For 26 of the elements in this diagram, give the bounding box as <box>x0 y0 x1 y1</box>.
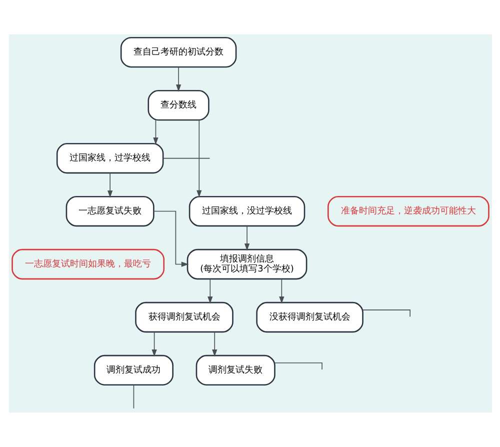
arrow <box>152 210 188 267</box>
arrow <box>278 278 284 304</box>
arrow <box>212 332 217 357</box>
connector <box>132 384 134 409</box>
arrow <box>207 278 212 304</box>
connector <box>362 310 410 317</box>
node-box: 过国家线，没过学校线 <box>188 196 305 227</box>
node-box: 查分数线 <box>147 90 209 121</box>
arrow <box>107 172 112 198</box>
connector <box>274 362 322 370</box>
node-box: 一志愿复试时间如果晚，最吃亏 <box>11 248 164 280</box>
arrow <box>196 120 202 198</box>
node-box: 填报调剂信息 (每次可以填写3个学校) <box>186 248 307 280</box>
connector <box>162 158 210 159</box>
arrow <box>244 226 250 251</box>
node-box: 准备时间充足，逆袭成功可能性大 <box>327 196 489 227</box>
arrow <box>152 120 158 145</box>
arrow <box>151 332 156 357</box>
node-box: 过国家线，过学校线 <box>56 142 164 174</box>
node-box: 调剂复试失败 <box>195 354 275 386</box>
node-box: 没获得调剂复试机会 <box>256 302 363 333</box>
node-box: 获得调剂复试机会 <box>134 302 233 333</box>
node-box: 调剂复试成功 <box>93 354 173 386</box>
node-box: 一志愿复试失败 <box>65 196 154 227</box>
node-box: 查自己考研的初试分数 <box>120 36 236 68</box>
arrow <box>175 66 181 92</box>
